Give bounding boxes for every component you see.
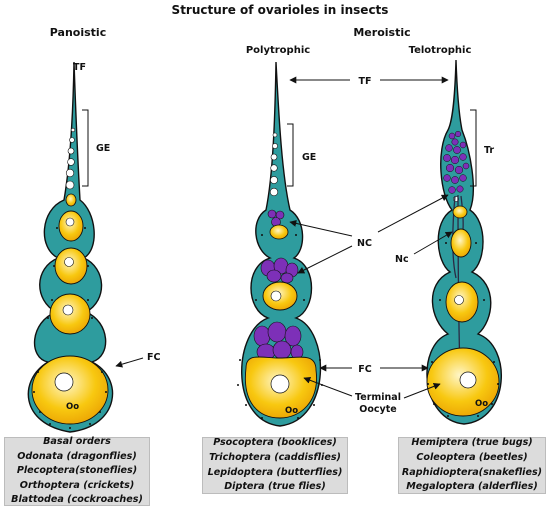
meroistic-header: Meroistic bbox=[353, 26, 410, 39]
polytrophic-nurse-cells-3 bbox=[253, 321, 304, 361]
nc-arrow-upper bbox=[289, 219, 353, 237]
telotrophic-oocyte-1 bbox=[452, 205, 468, 219]
figure-title: Structure of ovarioles in insects bbox=[172, 3, 389, 17]
panoistic-taxa-box: Basal orders Odonata (dragonflies) Pleco… bbox=[4, 436, 150, 506]
panoistic-nucleus-3 bbox=[64, 257, 74, 267]
tf-label-left: TF bbox=[73, 62, 86, 73]
panoistic-nucleus-4 bbox=[62, 304, 74, 316]
nc-label: NC bbox=[357, 238, 372, 249]
terminal-label-2: Oocyte bbox=[359, 404, 396, 415]
polytrophic-taxa-box: Psocoptera (booklices) Trichoptera (cadd… bbox=[202, 437, 348, 494]
fc-arrow-left bbox=[115, 357, 144, 368]
fc-label-mid: FC bbox=[358, 364, 371, 375]
nc-right-arrow bbox=[413, 231, 453, 255]
polytrophic-nucleus-2 bbox=[270, 290, 282, 302]
panoistic-header: Panoistic bbox=[50, 26, 106, 39]
ge-bracket-mid bbox=[287, 123, 294, 187]
oo-label-left: Oo bbox=[66, 402, 79, 412]
telotrophic-nucleus-3 bbox=[454, 295, 464, 305]
ge-bracket-left bbox=[82, 109, 89, 187]
panoistic-tissue bbox=[27, 61, 114, 433]
telotrophic-trophic-nurse-cells bbox=[443, 130, 470, 194]
telotrophic-taxa-box: Hemiptera (true bugs) Coleoptera (beetle… bbox=[398, 437, 546, 494]
ge-label-left: GE bbox=[96, 143, 110, 154]
panoistic-oocyte-1 bbox=[65, 193, 77, 207]
taxon-item: Blattodea (cockroaches) bbox=[11, 494, 143, 506]
telotrophic-oocyte-2 bbox=[450, 228, 472, 258]
panoistic-follicle-dots bbox=[33, 227, 107, 429]
tr-bracket bbox=[470, 109, 477, 187]
nc-arrow-lower bbox=[297, 245, 353, 274]
polytrophic-nurse-cells-2 bbox=[260, 257, 299, 284]
fc-label-left: FC bbox=[147, 352, 160, 363]
telotrophic-follicle-dots bbox=[427, 242, 499, 417]
panoistic-nucleus-2 bbox=[65, 217, 75, 227]
taxon-item: Basal orders bbox=[43, 436, 111, 448]
telotrophic-terminal-nucleus bbox=[459, 371, 477, 389]
telotrophic-header: Telotrophic bbox=[409, 45, 472, 56]
taxon-item: Raphidioptera(snakeflies) bbox=[401, 466, 543, 478]
panoistic-germarium-cells bbox=[65, 127, 76, 190]
terminal-label-1: Terminal bbox=[355, 392, 401, 403]
taxon-item: Plecoptera(stoneflies) bbox=[16, 465, 138, 477]
panoistic-terminal-nucleus bbox=[54, 372, 74, 392]
polytrophic-ovariole bbox=[237, 61, 323, 427]
oo-label-mid: Oo bbox=[285, 406, 298, 416]
polytrophic-nurse-cells-1 bbox=[267, 209, 285, 227]
taxon-item: Coleoptera (beetles) bbox=[416, 451, 528, 463]
nc-label-right: Nc bbox=[395, 254, 409, 265]
polytrophic-germarium-cells bbox=[269, 132, 279, 197]
nc-arrow-right bbox=[377, 194, 449, 233]
tr-label: Tr bbox=[484, 145, 494, 156]
terminal-arrow-left bbox=[303, 376, 353, 397]
telotrophic-ovariole bbox=[426, 59, 502, 425]
taxon-item: Orthoptera (crickets) bbox=[19, 479, 135, 491]
polytrophic-oocyte-1 bbox=[269, 224, 289, 240]
taxon-item: Diptera (true flies) bbox=[224, 481, 326, 493]
taxon-item: Lepidoptera (butterflies) bbox=[207, 466, 343, 478]
tf-label-center: TF bbox=[359, 76, 372, 87]
polytrophic-terminal-nucleus bbox=[270, 374, 290, 394]
terminal-arrow-right bbox=[403, 383, 441, 399]
panoistic-ovariole bbox=[27, 61, 114, 433]
taxon-item: Megaloptera (alderflies) bbox=[406, 481, 538, 493]
polytrophic-header: Polytrophic bbox=[246, 45, 310, 56]
taxon-item: Hemiptera (true bugs) bbox=[411, 437, 533, 449]
ge-label-mid: GE bbox=[302, 152, 316, 163]
taxon-item: Odonata (dragonflies) bbox=[17, 450, 137, 462]
panoistic-terminal-oocyte bbox=[31, 355, 109, 425]
taxon-item: Psocoptera (booklices) bbox=[213, 437, 337, 449]
taxon-item: Trichoptera (caddisflies) bbox=[209, 451, 341, 463]
oo-label-right: Oo bbox=[475, 399, 488, 409]
